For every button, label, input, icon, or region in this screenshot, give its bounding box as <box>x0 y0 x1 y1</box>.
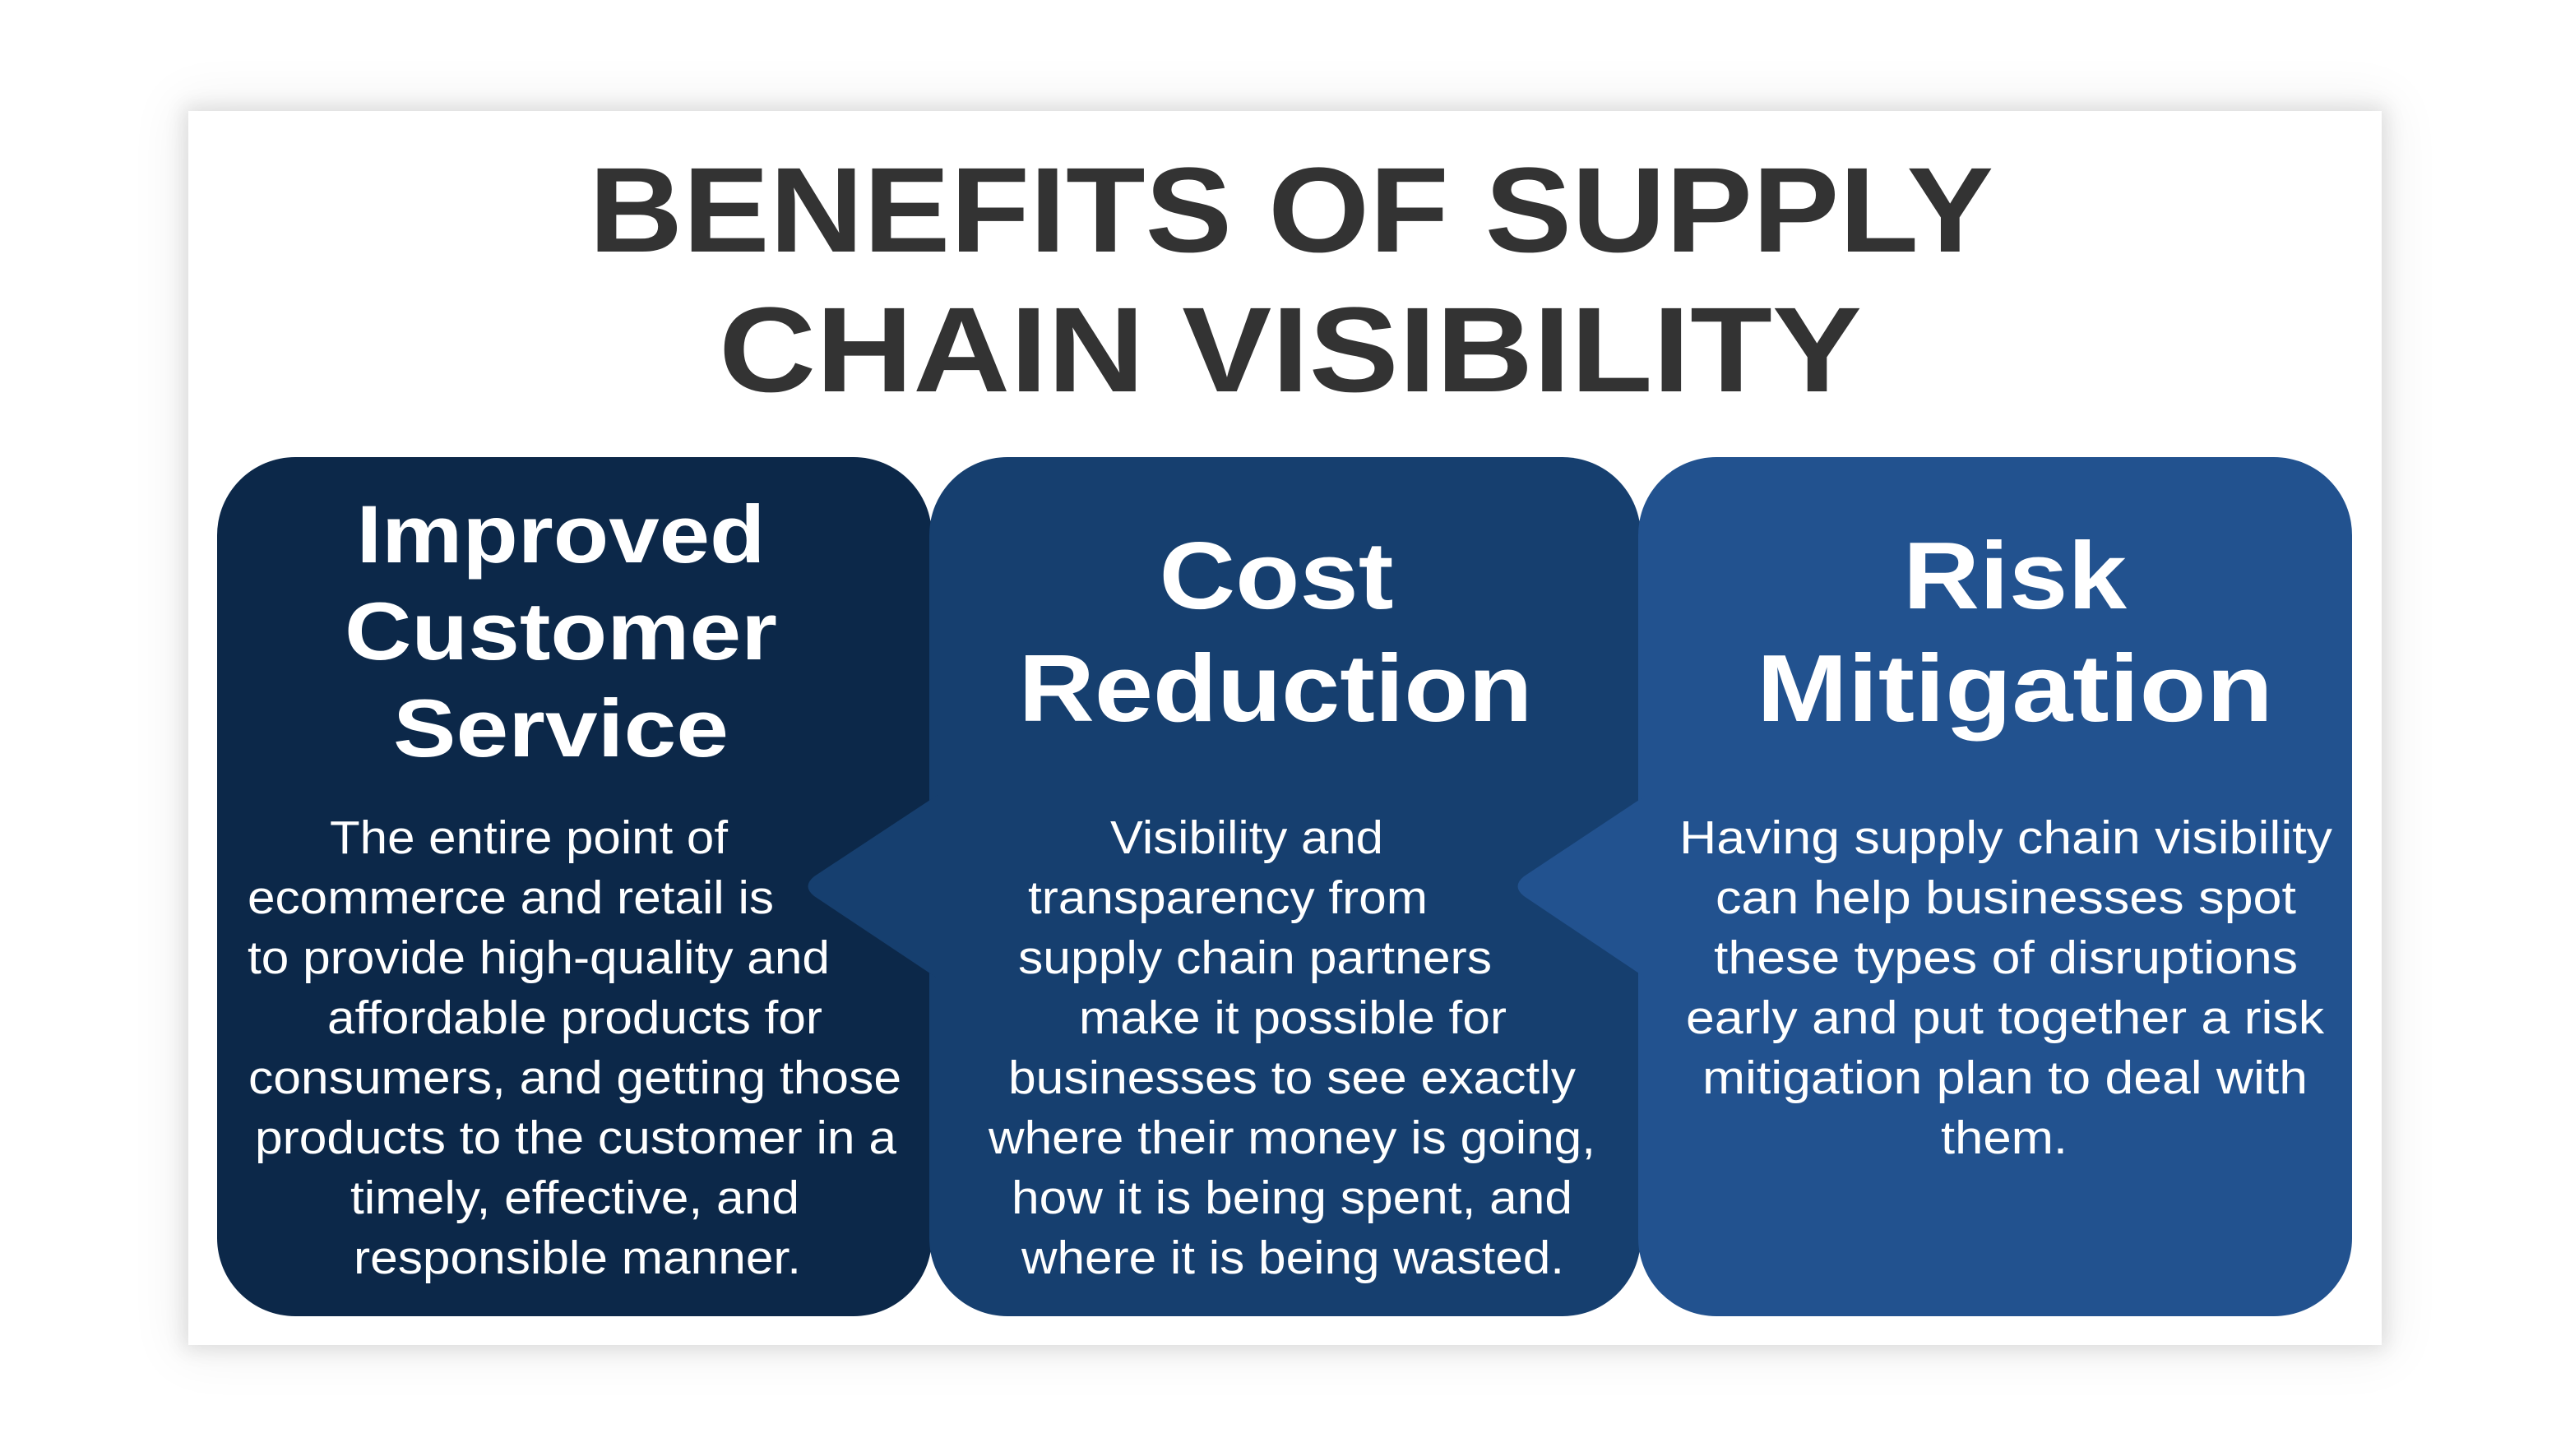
panel-body-line: products to the customer in a <box>255 1112 896 1164</box>
panel-body-line: where it is being wasted. <box>1021 1232 1564 1284</box>
page-title: BENEFITS OF SUPPLY CHAIN VISIBILITY <box>589 143 1993 418</box>
panel-heading: Improved <box>357 488 766 580</box>
panel-heading: Risk <box>1903 522 2128 629</box>
panel-heading: Reduction <box>1019 635 1533 742</box>
panel-body-line: transparency from <box>1028 871 1428 924</box>
panel-body-line: consumers, and getting those <box>248 1052 901 1104</box>
title-line-1: BENEFITS OF SUPPLY <box>589 143 1993 278</box>
panel-body-line: them. <box>1941 1112 2068 1164</box>
arrow-left-icon <box>1517 795 1646 978</box>
panel-risk-mitigation <box>1638 457 2352 1316</box>
panel-3-content: Risk Mitigation Having supply chain visi… <box>1679 522 2333 1164</box>
panel-1-content: Improved Customer Service The entire poi… <box>248 488 901 1284</box>
panel-body-line: these types of disruptions <box>1714 931 2298 984</box>
panel-body-line: timely, effective, and <box>350 1172 799 1224</box>
panel-heading: Cost <box>1160 522 1394 629</box>
panel-2-content: Cost Reduction Visibility and transparen… <box>988 522 1595 1284</box>
panel-body-line: mitigation plan to deal with <box>1702 1052 2308 1104</box>
panel-body-line: can help businesses spot <box>1716 871 2296 924</box>
panel-body-line: to provide high-quality and <box>248 931 830 984</box>
panel-heading: Service <box>393 682 729 774</box>
panel-body-line: Having supply chain visibility <box>1679 811 2333 864</box>
panel-body-line: ecommerce and retail is <box>248 871 774 924</box>
panel-cost-reduction <box>929 457 1641 1316</box>
panel-body-line: supply chain partners <box>1018 931 1492 984</box>
panel-body-line: how it is being spent, and <box>1012 1172 1572 1224</box>
panel-body-line: where their money is going, <box>988 1112 1595 1164</box>
panel-body-line: Visibility and <box>1110 811 1383 864</box>
panel-heading: Customer <box>345 585 777 677</box>
panel-heading: Mitigation <box>1757 635 2273 742</box>
panel-body-line: businesses to see exactly <box>1008 1052 1577 1104</box>
panel-body-line: The entire point of <box>330 811 728 864</box>
panel-body-line: early and put together a risk <box>1686 991 2325 1044</box>
title-line-2: CHAIN VISIBILITY <box>719 283 1862 418</box>
arrow-left-icon <box>808 795 938 978</box>
panel-body-line: make it possible for <box>1079 991 1507 1044</box>
panel-improved-customer-service <box>217 457 932 1316</box>
panel-body-line: responsible manner. <box>354 1232 801 1284</box>
panel-body-line: affordable products for <box>327 991 822 1044</box>
